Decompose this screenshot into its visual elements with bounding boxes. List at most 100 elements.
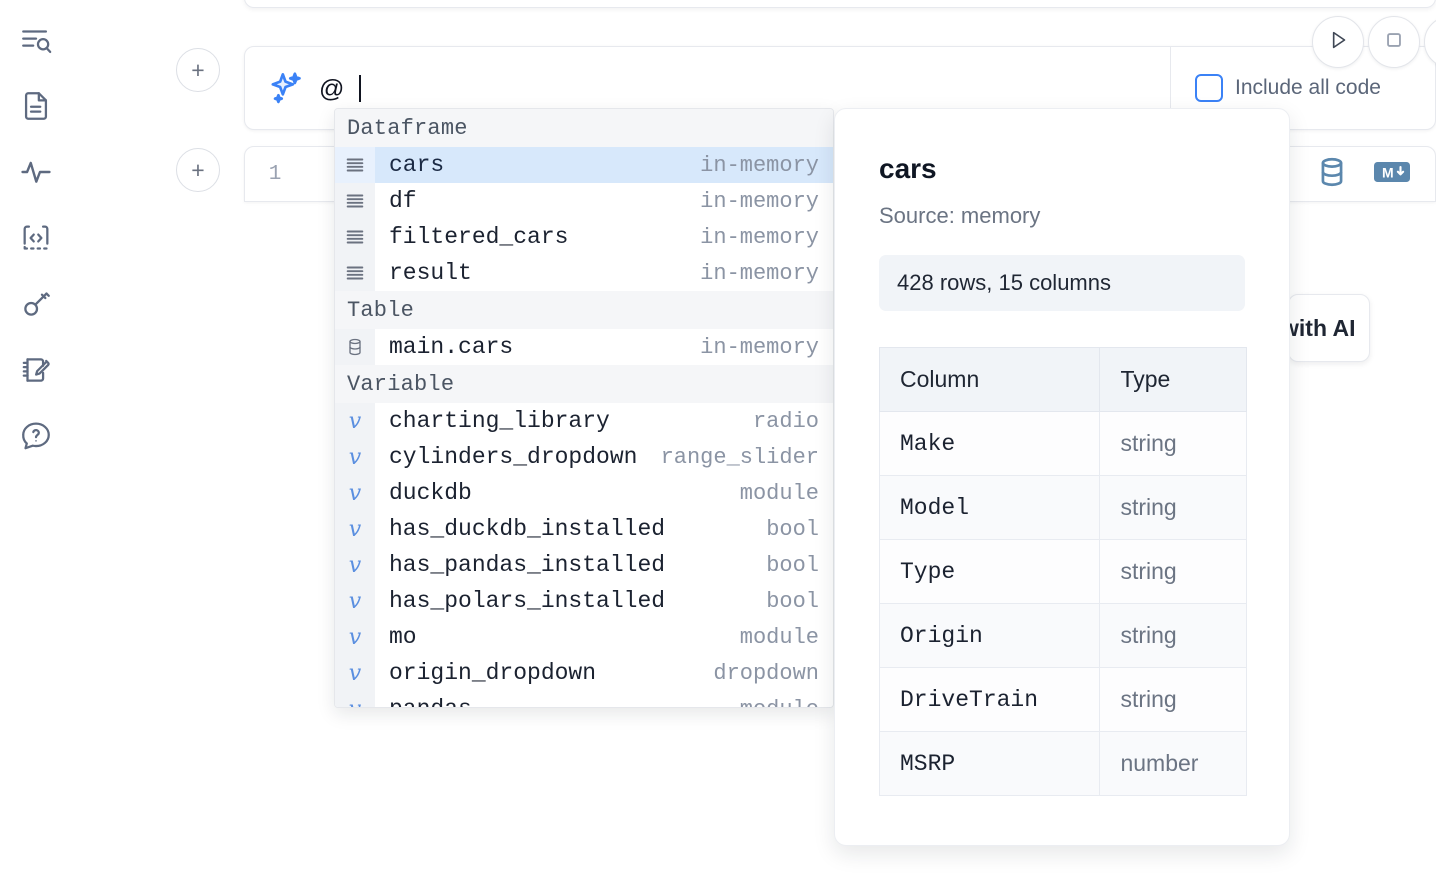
variable-icon: v xyxy=(335,619,375,655)
autocomplete-item-type: module xyxy=(739,480,819,506)
code-cell-toolbar: M xyxy=(1315,155,1435,194)
autocomplete-item-type: module xyxy=(739,624,819,650)
autocomplete-item-type: in-memory xyxy=(700,334,819,360)
generate-with-ai-label: with AI xyxy=(1288,314,1356,341)
autocomplete-section-header: Dataframe xyxy=(335,109,833,147)
autocomplete-item-name: cars xyxy=(389,152,445,178)
autocomplete-item-name: main.cars xyxy=(389,334,514,360)
autocomplete-item[interactable]: vpandasmodule xyxy=(335,691,833,707)
schema-column-type: string xyxy=(1099,411,1247,476)
generate-with-ai-button[interactable]: with AI xyxy=(1288,294,1370,362)
ai-cell-options: Include all code xyxy=(1171,47,1435,129)
database-icon[interactable] xyxy=(1315,155,1349,194)
sidebar-item-files[interactable] xyxy=(12,82,60,130)
autocomplete-item-type: range_slider xyxy=(660,444,819,470)
include-all-code-checkbox[interactable] xyxy=(1195,74,1223,102)
autocomplete-item-type: in-memory xyxy=(700,152,819,178)
autocomplete-item-name: mo xyxy=(389,624,417,650)
autocomplete-item[interactable]: main.cars in-memory xyxy=(335,329,833,365)
variable-icon: v xyxy=(335,691,375,707)
previous-cell-edge xyxy=(244,0,1436,8)
sidebar-item-dependencies[interactable] xyxy=(12,148,60,196)
preview-stats-badge: 428 rows, 15 columns xyxy=(879,255,1245,311)
play-icon xyxy=(1325,27,1351,58)
autocomplete-item[interactable]: v cylinders_dropdown range_slider xyxy=(335,439,833,475)
autocomplete-item-name: origin_dropdown xyxy=(389,660,597,686)
stop-button[interactable] xyxy=(1368,16,1420,68)
sparkle-icon xyxy=(267,69,305,107)
include-all-code-toggle[interactable]: Include all code xyxy=(1195,74,1381,102)
sidebar-item-secrets[interactable] xyxy=(12,280,60,328)
autocomplete-item-type: in-memory xyxy=(700,224,819,250)
preview-title: cars xyxy=(879,153,937,184)
secrets-key-icon xyxy=(19,287,53,321)
schema-column-type: number xyxy=(1099,731,1247,796)
sidebar-item-help[interactable] xyxy=(12,412,60,460)
autocomplete-item[interactable]: df in-memory xyxy=(335,183,833,219)
autocomplete-item-name: has_duckdb_installed xyxy=(389,516,666,542)
outline-search-icon xyxy=(19,23,53,57)
scratchpad-edit-icon xyxy=(19,353,53,387)
schema-column-header: Type xyxy=(1099,347,1247,412)
database-icon xyxy=(335,329,375,365)
variable-icon: v xyxy=(335,511,375,547)
dataframe-preview-panel: cars Source: memory 428 rows, 15 columns… xyxy=(834,108,1290,846)
schema-column-header: Column xyxy=(878,347,1101,412)
variable-icon: v xyxy=(335,403,375,439)
autocomplete-item[interactable]: cars in-memory xyxy=(335,147,833,183)
schema-column-name: Origin xyxy=(878,603,1101,668)
help-chat-icon xyxy=(19,419,53,453)
preview-source: Source: memory xyxy=(879,203,1041,228)
autocomplete-item-name: cylinders_dropdown xyxy=(389,444,638,470)
schema-column-name: Type xyxy=(878,539,1101,604)
schema-column-name: DriveTrain xyxy=(878,667,1101,732)
autocomplete-item[interactable]: v has_duckdb_installed bool xyxy=(335,511,833,547)
add-cell-button-above[interactable]: + xyxy=(176,48,220,92)
stop-icon xyxy=(1381,27,1407,58)
activity-icon xyxy=(19,155,53,189)
file-explorer-icon xyxy=(19,89,53,123)
run-button[interactable] xyxy=(1312,16,1364,68)
variable-icon: v xyxy=(335,439,375,475)
variable-icon: v xyxy=(335,655,375,691)
markdown-icon[interactable]: M xyxy=(1373,159,1411,190)
autocomplete-item[interactable]: filtered_cars in-memory xyxy=(335,219,833,255)
schema-column-type: string xyxy=(1099,603,1247,668)
text-caret xyxy=(359,74,362,102)
autocomplete-item-name: df xyxy=(389,188,417,214)
autocomplete-item-name: filtered_cars xyxy=(389,224,569,250)
sidebar-item-scratchpad[interactable] xyxy=(12,346,60,394)
autocomplete-item-name: duckdb xyxy=(389,480,472,506)
autocomplete-item-name: result xyxy=(389,260,472,286)
autocomplete-item-type: in-memory xyxy=(700,188,819,214)
schema-column-type: string xyxy=(1099,539,1247,604)
ai-prompt-input[interactable]: @ xyxy=(319,74,345,103)
autocomplete-section-header: Variable xyxy=(335,365,833,403)
autocomplete-item-name: charting_library xyxy=(389,408,610,434)
code-snippets-icon xyxy=(19,221,53,255)
autocomplete-item-type: bool xyxy=(766,588,819,614)
variable-icon: v xyxy=(335,547,375,583)
dataframe-icon xyxy=(335,183,375,219)
schema-column-type: string xyxy=(1099,667,1247,732)
autocomplete-item-name: has_polars_installed xyxy=(389,588,666,614)
add-cell-button-below[interactable]: + xyxy=(176,148,220,192)
autocomplete-item-type: bool xyxy=(766,516,819,542)
ai-input-area[interactable]: @ xyxy=(245,47,1171,129)
sidebar-item-outline[interactable] xyxy=(12,16,60,64)
sidebar-item-snippets[interactable] xyxy=(12,214,60,262)
include-all-code-label: Include all code xyxy=(1235,76,1381,99)
autocomplete-item-name: pandas xyxy=(375,696,472,707)
